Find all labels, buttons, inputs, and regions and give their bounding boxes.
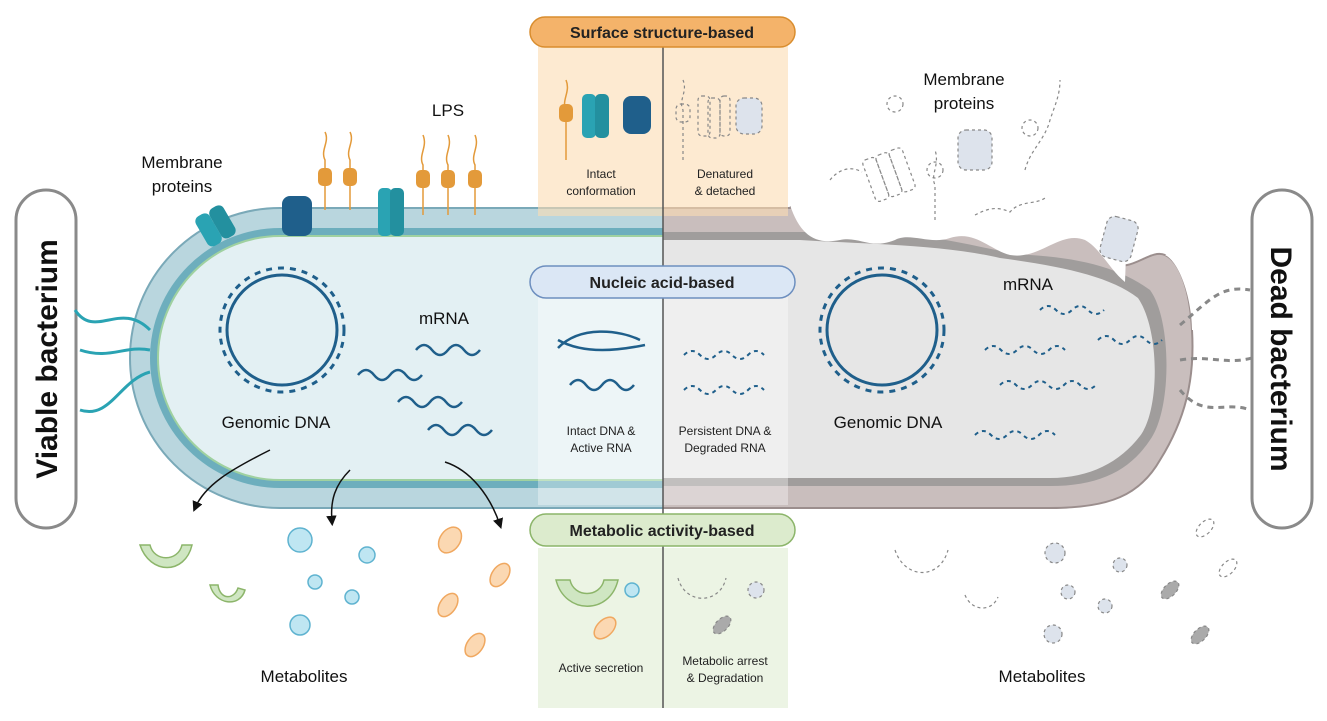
nucleic-left-caption-1: Intact DNA & bbox=[567, 424, 636, 438]
right-genomic-dna-label: Genomic DNA bbox=[834, 413, 943, 432]
nucleic-right-caption-1: Persistent DNA & bbox=[679, 424, 772, 438]
membrane-protein-icon bbox=[195, 188, 404, 247]
nucleic-right-caption-2: Degraded RNA bbox=[684, 441, 765, 455]
dead-flagella bbox=[1178, 287, 1253, 412]
viable-flagella bbox=[73, 309, 152, 414]
metabolic-arrest-icon bbox=[677, 577, 765, 635]
right-mrna-label: mRNA bbox=[1003, 275, 1054, 294]
surface-title: Surface structure-based bbox=[570, 25, 754, 42]
degraded-rna-icon bbox=[683, 350, 765, 395]
detached-protein-icon bbox=[829, 79, 1139, 263]
right-metabolites-icons bbox=[894, 518, 1238, 645]
right-membrane-proteins-label-2: proteins bbox=[934, 94, 994, 113]
right-genomic-dna-icon bbox=[818, 266, 946, 394]
right-metabolites-label: Metabolites bbox=[999, 667, 1086, 686]
active-secretion-icon bbox=[555, 579, 640, 640]
metabolic-left-caption-1: Active secretion bbox=[559, 661, 644, 675]
metabolic-title-pill: Metabolic activity-based bbox=[529, 513, 796, 547]
nucleic-left-caption-2: Active RNA bbox=[570, 441, 631, 455]
dead-label-box: Dead bacterium bbox=[1250, 188, 1314, 530]
lps-label: LPS bbox=[432, 101, 464, 120]
right-membrane-proteins-label-1: Membrane bbox=[923, 70, 1004, 89]
right-mrna-icon bbox=[974, 305, 1163, 440]
surface-left-caption-2: conformation bbox=[566, 184, 635, 198]
viable-label: Viable bacterium bbox=[31, 239, 64, 479]
left-metabolites-label: Metabolites bbox=[261, 667, 348, 686]
surface-right-caption-2: & detached bbox=[695, 184, 756, 198]
nucleic-title: Nucleic acid-based bbox=[590, 275, 735, 292]
lps-icon bbox=[318, 131, 482, 215]
surface-left-caption-1: Intact bbox=[586, 167, 616, 181]
left-genomic-dna-icon bbox=[218, 266, 346, 394]
metabolic-title: Metabolic activity-based bbox=[570, 523, 755, 540]
left-genomic-dna-label: Genomic DNA bbox=[222, 413, 331, 432]
left-mrna-icon bbox=[357, 343, 493, 437]
left-membrane-proteins-label-2: proteins bbox=[152, 177, 212, 196]
surface-title-pill: Surface structure-based bbox=[529, 16, 796, 48]
metabolic-right-caption-1: Metabolic arrest bbox=[682, 654, 768, 668]
left-membrane-proteins-label-1: Membrane bbox=[141, 153, 222, 172]
intact-dna-icon bbox=[557, 330, 646, 392]
metabolic-right-caption-2: & Degradation bbox=[687, 671, 764, 685]
viable-label-box: Viable bacterium bbox=[14, 188, 78, 530]
left-mrna-label: mRNA bbox=[419, 309, 470, 328]
intact-protein-icon bbox=[559, 79, 651, 160]
surface-right-caption-1: Denatured bbox=[697, 167, 753, 181]
nucleic-title-pill: Nucleic acid-based bbox=[529, 265, 796, 299]
dead-label: Dead bacterium bbox=[1264, 246, 1297, 471]
denatured-protein-icon bbox=[675, 79, 763, 160]
secretion-arrows bbox=[192, 449, 503, 529]
left-metabolites-icons bbox=[138, 526, 511, 658]
